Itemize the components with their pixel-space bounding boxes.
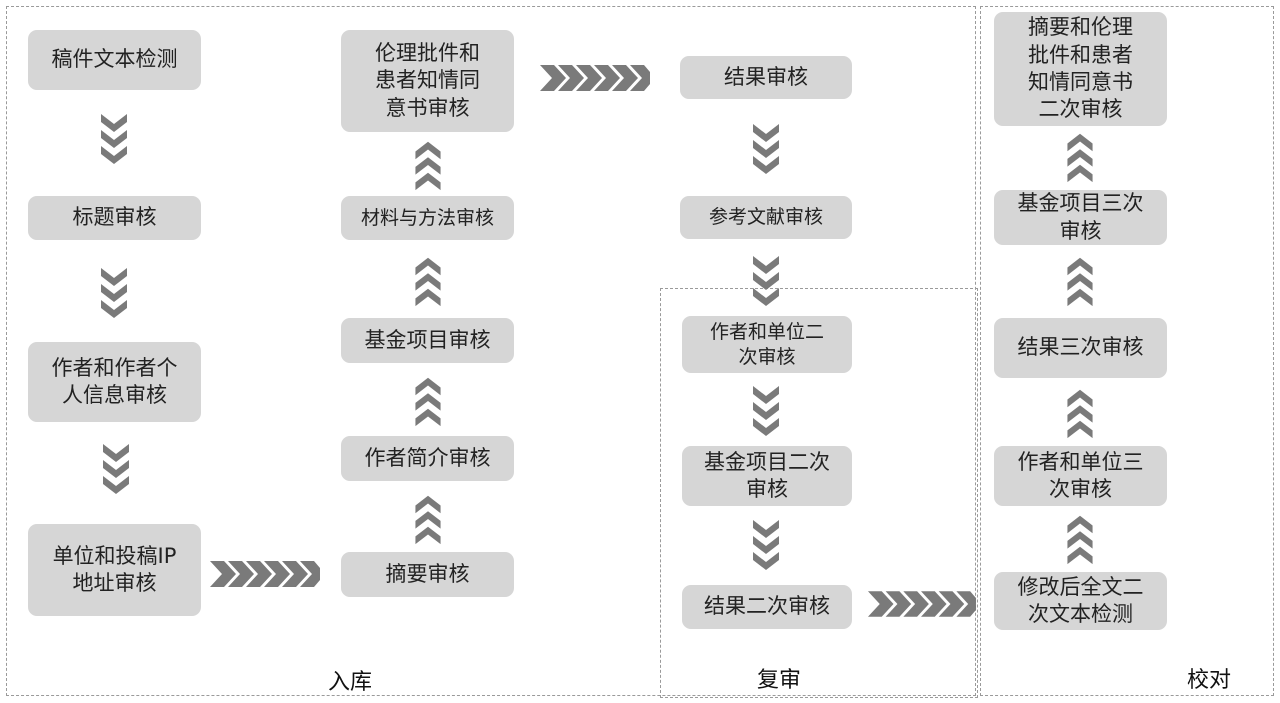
box-ethics-consent-review: 伦理批件和 患者知情同 意书审核 xyxy=(341,30,514,132)
box-author-info-review: 作者和作者个 人信息审核 xyxy=(28,342,201,422)
chevron-right-arrow-icon xyxy=(540,65,650,91)
box-abstract-review: 摘要审核 xyxy=(341,552,514,597)
chevron-down-arrow-icon xyxy=(101,268,127,318)
chevron-up-arrow-icon xyxy=(1067,257,1093,307)
box-revised-text-second-check: 修改后全文二 次文本检测 xyxy=(994,572,1167,630)
stage-region-jiaodui xyxy=(980,6,1274,696)
chevron-right-arrow-icon xyxy=(867,591,977,617)
box-abstract-ethics-second-review: 摘要和伦理 批件和患者 知情同意书 二次审核 xyxy=(994,12,1167,126)
stage-label-jiaodui: 校对 xyxy=(1187,668,1232,693)
box-results-third-review: 结果三次审核 xyxy=(994,318,1167,378)
box-manuscript-text-check: 稿件文本检测 xyxy=(28,30,201,90)
stage-label-fushen: 复审 xyxy=(757,668,802,693)
box-author-affiliation-third-review: 作者和单位三 次审核 xyxy=(994,446,1167,506)
chevron-down-arrow-icon xyxy=(101,114,127,164)
box-results-review: 结果审核 xyxy=(680,56,852,99)
box-references-review: 参考文献审核 xyxy=(680,196,852,239)
box-fund-review: 基金项目审核 xyxy=(341,318,514,363)
stage-label-ruku: 入库 xyxy=(328,670,373,695)
chevron-up-arrow-icon xyxy=(1067,515,1093,565)
chevron-down-arrow-icon xyxy=(103,444,129,494)
chevron-up-arrow-icon xyxy=(415,495,441,545)
stage-region-fushen xyxy=(660,288,978,698)
chevron-up-arrow-icon xyxy=(1067,389,1093,439)
box-author-bio-review: 作者简介审核 xyxy=(341,436,514,481)
chevron-up-arrow-icon xyxy=(415,141,441,191)
chevron-up-arrow-icon xyxy=(415,377,441,427)
box-title-review: 标题审核 xyxy=(28,196,201,240)
chevron-down-arrow-icon xyxy=(753,256,779,306)
box-fund-second-review: 基金项目二次 审核 xyxy=(682,446,852,506)
chevron-right-arrow-icon xyxy=(210,561,320,587)
chevron-up-arrow-icon xyxy=(415,257,441,307)
box-affiliation-ip-review: 单位和投稿IP 地址审核 xyxy=(28,524,201,616)
box-methods-review: 材料与方法审核 xyxy=(341,196,514,240)
chevron-up-arrow-icon xyxy=(1067,133,1093,183)
stage-region-ruku xyxy=(6,6,976,696)
box-fund-third-review: 基金项目三次 审核 xyxy=(994,190,1167,245)
chevron-down-arrow-icon xyxy=(753,520,779,570)
box-results-second-review: 结果二次审核 xyxy=(682,585,852,629)
chevron-down-arrow-icon xyxy=(753,124,779,174)
box-author-affiliation-second-review: 作者和单位二 次审核 xyxy=(682,316,852,373)
chevron-down-arrow-icon xyxy=(753,386,779,436)
